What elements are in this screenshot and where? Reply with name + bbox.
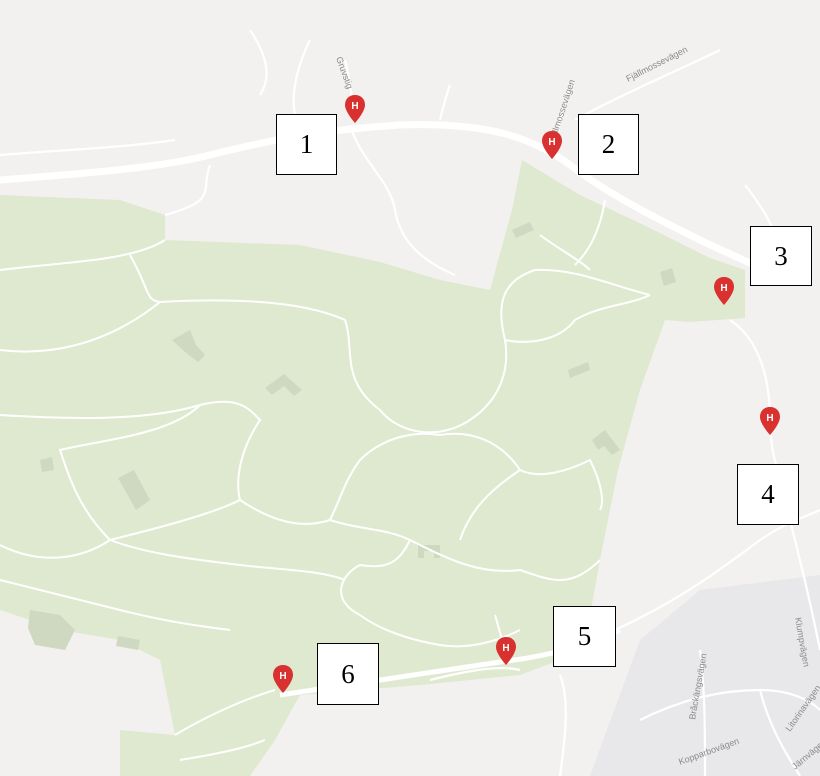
svg-text:H: H: [502, 643, 509, 654]
hospital-marker-2[interactable]: H: [541, 130, 563, 160]
map-pin-icon: H: [273, 665, 293, 693]
park-path: [129, 254, 651, 434]
hospital-marker-4[interactable]: H: [759, 406, 781, 436]
park-path: [359, 614, 521, 648]
building: [512, 222, 534, 238]
hospital-marker-1[interactable]: H: [344, 94, 366, 124]
svg-text:H: H: [720, 283, 727, 294]
building: [40, 457, 54, 472]
svg-text:H: H: [279, 671, 286, 682]
park-path: [239, 432, 441, 525]
side-road: [639, 688, 820, 721]
building: [28, 610, 75, 650]
park-path: [459, 469, 521, 541]
side-road: [0, 138, 176, 157]
building: [265, 374, 302, 396]
label-box-4: 4: [737, 464, 799, 525]
building: [116, 636, 140, 650]
side-road: [438, 84, 452, 121]
park-paths: [0, 199, 651, 761]
label-box-2: 2: [578, 114, 639, 175]
map-pin-icon: H: [542, 131, 562, 159]
park-path: [109, 539, 346, 581]
park-path: [0, 301, 161, 353]
building: [568, 362, 590, 378]
side-road: [348, 124, 456, 277]
park-path: [0, 400, 262, 542]
map-pin-icon: H: [714, 277, 734, 305]
park-path: [0, 579, 231, 631]
label-box-1: 1: [276, 114, 337, 175]
park-path: [0, 539, 111, 559]
park-path: [0, 239, 166, 271]
buildings: [28, 222, 676, 650]
building: [118, 470, 150, 510]
svg-text:H: H: [351, 101, 358, 112]
side-road: [292, 39, 311, 116]
side-road: [758, 689, 801, 776]
side-road: [249, 29, 268, 96]
hospital-marker-6[interactable]: H: [272, 664, 294, 694]
svg-text:H: H: [548, 137, 555, 148]
side-road: [788, 519, 820, 651]
park-path: [574, 199, 606, 266]
label-box-3: 3: [750, 226, 812, 286]
building: [172, 330, 205, 362]
park-path: [179, 739, 266, 761]
main-road: [0, 121, 762, 272]
label-box-5: 5: [553, 606, 616, 667]
side-road: [558, 674, 567, 776]
park-path: [174, 689, 276, 736]
side-road: [698, 649, 707, 776]
park-path: [329, 519, 412, 616]
building: [660, 268, 676, 286]
park-path: [409, 539, 601, 581]
map-pin-icon: H: [345, 95, 365, 123]
map-pin-icon: H: [760, 407, 780, 435]
svg-text:H: H: [766, 413, 773, 424]
side-road: [429, 666, 521, 682]
hospital-marker-3[interactable]: H: [713, 276, 735, 306]
label-box-6: 6: [317, 643, 379, 705]
side-road: [614, 509, 820, 631]
urban-area: [590, 575, 820, 776]
park-path: [539, 234, 591, 271]
map-pin-icon: H: [496, 637, 516, 665]
building: [592, 430, 620, 455]
building: [418, 545, 440, 558]
side-road: [574, 49, 721, 121]
park-path: [439, 432, 603, 511]
hospital-marker-5[interactable]: H: [495, 636, 517, 666]
side-road: [164, 164, 212, 217]
park-path: [504, 294, 651, 343]
